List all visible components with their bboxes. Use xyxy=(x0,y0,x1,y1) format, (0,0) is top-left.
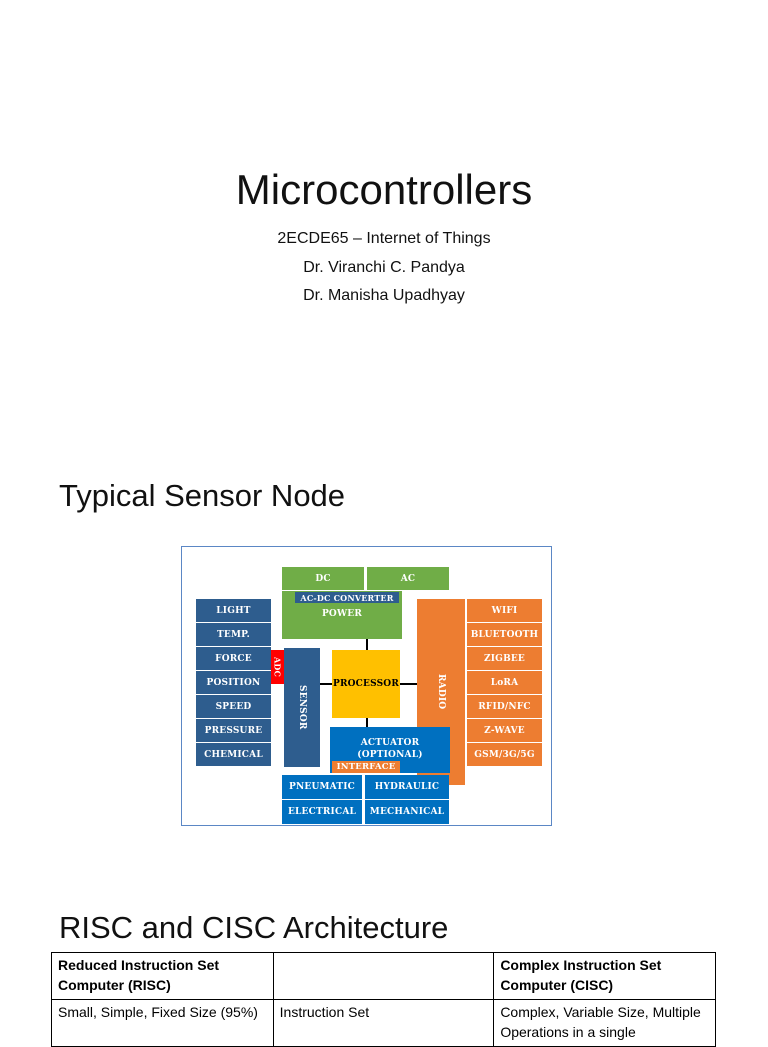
table-row: Small, Simple, Fixed Size (95%) Instruct… xyxy=(51,999,716,1047)
author-name: Dr. Manisha Upadhyay xyxy=(303,287,465,304)
sensor-item: SPEED xyxy=(196,695,271,719)
adc-label: ADC xyxy=(271,650,284,684)
sensor-item: FORCE xyxy=(196,647,271,671)
actuator-type: MECHANICAL xyxy=(365,800,449,824)
processor-block: PROCESSOR xyxy=(332,650,400,718)
connector-line xyxy=(320,683,332,685)
actuator-type: HYDRAULIC xyxy=(365,775,449,799)
risc-cisc-table: Reduced Instruction Set Computer (RISC) … xyxy=(51,952,716,1047)
dc-block: DC xyxy=(282,567,364,590)
table-header-row: Reduced Instruction Set Computer (RISC) … xyxy=(51,952,716,1000)
slide-title: Microcontrollers xyxy=(235,166,533,213)
sensor-item: LIGHT xyxy=(196,599,271,623)
table-cell: Complex, Variable Size, Multiple Operati… xyxy=(493,999,716,1047)
actuator-optional-label: (OPTIONAL) xyxy=(357,750,423,760)
actuator-label: ACTUATOR xyxy=(360,738,420,748)
radio-item: BLUETOOTH xyxy=(467,623,542,647)
connector-line xyxy=(366,639,368,650)
sensor-item: POSITION xyxy=(196,671,271,695)
sensor-item: CHEMICAL xyxy=(196,743,271,767)
sensor-item: TEMP. xyxy=(196,623,271,647)
table-header-cell xyxy=(272,952,495,1000)
author-name: Dr. Viranchi C. Pandya xyxy=(303,259,465,276)
actuator-type: ELECTRICAL xyxy=(282,800,362,824)
section-heading: RISC and CISC Architecture xyxy=(59,910,449,945)
sensor-item: PRESSURE xyxy=(196,719,271,743)
acdc-converter-label: AC-DC CONVERTER xyxy=(295,592,399,603)
connector-line xyxy=(366,718,368,727)
interface-label: INTERFACE xyxy=(332,761,400,773)
connector-line xyxy=(400,683,417,685)
course-code: 2ECDE65 – Internet of Things xyxy=(277,230,491,247)
radio-item: WIFI xyxy=(467,599,542,623)
ac-block: AC xyxy=(367,567,449,590)
radio-item: GSM/3G/5G xyxy=(467,743,542,767)
radio-item: ZIGBEE xyxy=(467,647,542,671)
radio-item: LoRA xyxy=(467,671,542,695)
table-header-cell: Reduced Instruction Set Computer (RISC) xyxy=(51,952,274,1000)
radio-item: Z-WAVE xyxy=(467,719,542,743)
sensor-node-diagram: DC AC AC-DC CONVERTER POWER LIGHT TEMP. … xyxy=(181,546,552,826)
radio-item: RFID/NFC xyxy=(467,695,542,719)
section-heading: Typical Sensor Node xyxy=(59,478,346,513)
table-header-cell: Complex Instruction Set Computer (CISC) xyxy=(493,952,716,1000)
table-cell: Instruction Set xyxy=(272,999,495,1047)
table-cell: Small, Simple, Fixed Size (95%) xyxy=(51,999,274,1047)
actuator-type: PNEUMATIC xyxy=(282,775,362,799)
power-label: POWER xyxy=(321,609,363,619)
sensor-block: SENSOR xyxy=(284,648,320,767)
